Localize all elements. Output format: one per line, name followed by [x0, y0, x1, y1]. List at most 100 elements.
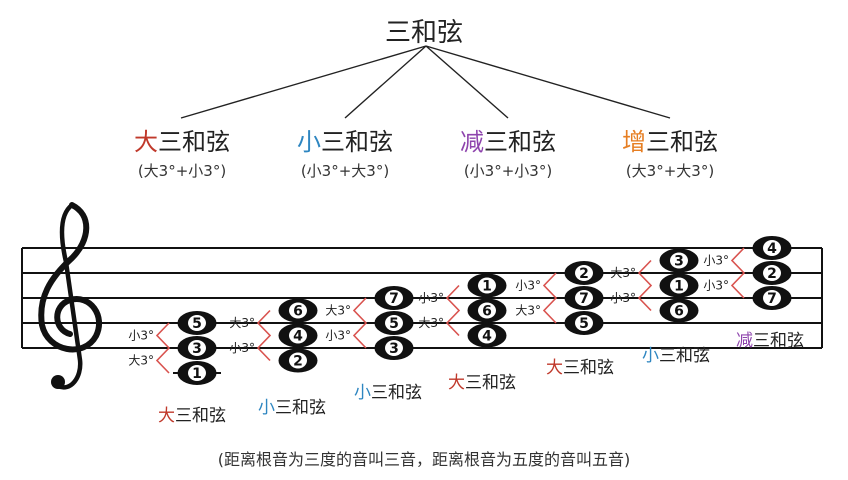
- interval-bracket: [445, 284, 461, 337]
- note-head-hole: [188, 315, 206, 331]
- type-minor-rest: 三和弦: [321, 128, 393, 156]
- interval-lower-label: 小3°: [325, 329, 351, 343]
- note-degree-label: 1: [482, 279, 492, 295]
- type-augmented: 增三和弦: [585, 122, 755, 157]
- note-degree-label: 6: [482, 304, 492, 320]
- chord-label-7: 减三和弦: [736, 326, 804, 351]
- type-augmented-formula: (大3°+大3°): [625, 162, 715, 180]
- type-diminished-rest: 三和弦: [484, 128, 556, 156]
- note-head-hole: [763, 290, 781, 306]
- staff: [21, 247, 823, 349]
- chord-label-1-prefix: 大: [158, 406, 175, 426]
- note-head-hole: [385, 290, 403, 306]
- note-head-hole: [670, 302, 688, 319]
- type-diminished: 减三和弦: [423, 122, 593, 157]
- chord-label-7-rest: 三和弦: [753, 331, 804, 351]
- interval-upper-label: 小3°: [128, 329, 154, 343]
- note-degree-label: 2: [767, 266, 777, 282]
- chord-7: 小3°小3°724: [703, 236, 792, 310]
- type-augmented-prefix: 增: [622, 128, 646, 156]
- chord-label-1-rest: 三和弦: [175, 406, 226, 426]
- tree-line-augmented: [425, 45, 671, 119]
- chord-1: 大3°小3°135: [128, 311, 221, 385]
- chord-label-2: 小三和弦: [258, 393, 326, 418]
- chord-label-3-rest: 三和弦: [371, 383, 422, 403]
- interval-lower-label: 大3°: [418, 316, 444, 330]
- note-degree-label: 6: [293, 304, 303, 320]
- chord-label-1: 大三和弦: [158, 401, 226, 426]
- tree-lines: [180, 45, 671, 119]
- footer-note: (距离根音为三度的音叫三音，距离根音为五度的音叫五音): [217, 450, 631, 469]
- note-head-hole: [763, 240, 781, 256]
- note-head-hole: [385, 340, 403, 356]
- chord-6: 小3° 大3° 6 1 3: [610, 248, 699, 323]
- tree-line-major: [180, 45, 427, 119]
- interval-lower-label: 小3°: [610, 291, 636, 305]
- interval-upper-label: 大3°: [610, 266, 636, 280]
- chord-label-4-prefix: 大: [448, 373, 465, 393]
- chord-3: 小3° 大3° 3 5 7: [325, 286, 414, 360]
- note-degree-label: 7: [389, 291, 399, 307]
- type-diminished-formula: (小3°+小3°): [463, 162, 553, 180]
- note-degree-label: 4: [293, 329, 303, 345]
- interval-lower-label: 大3°: [515, 304, 541, 318]
- note-degree-label: 1: [192, 366, 202, 382]
- interval-bracket: [542, 272, 558, 324]
- note-degree-label: 7: [579, 291, 589, 307]
- note-degree-label: 3: [674, 254, 684, 270]
- note-degree-label: 6: [674, 304, 684, 320]
- chord-label-5-rest: 三和弦: [563, 358, 614, 378]
- treble-clef-icon: [38, 202, 103, 390]
- note-head-hole: [670, 252, 688, 269]
- note-degree-label: 4: [482, 329, 492, 345]
- interval-bracket: [352, 297, 368, 349]
- note-degree-label: 5: [579, 316, 589, 332]
- chord-4: 大3° 小3° 4 6 1: [418, 273, 507, 348]
- note-head-hole: [575, 315, 593, 331]
- note-degree-label: 3: [192, 341, 202, 357]
- chords-layer: 大3°小3°135小3°大3°246小3°大3°357大3°小3°461大3°小…: [128, 236, 792, 385]
- chord-label-6: 小三和弦: [642, 341, 710, 366]
- type-major: 大三和弦: [97, 122, 267, 157]
- type-minor-formula: (小3°+大3°): [300, 162, 390, 180]
- type-major-rest: 三和弦: [158, 128, 230, 156]
- page-title: 三和弦: [384, 18, 463, 48]
- note-head-hole: [575, 290, 593, 306]
- note-head-hole: [289, 302, 307, 319]
- note-degree-label: 5: [389, 316, 399, 332]
- interval-bracket: [256, 309, 272, 362]
- interval-upper-label: 小3°: [703, 254, 729, 268]
- note-degree-label: 1: [674, 279, 684, 295]
- chord-label-6-rest: 三和弦: [659, 346, 710, 366]
- note-head-hole: [188, 340, 206, 356]
- chord-label-2-rest: 三和弦: [275, 398, 326, 418]
- chord-5: 大3° 小3° 5 7 2: [515, 261, 604, 335]
- chord-label-5-prefix: 大: [546, 358, 563, 378]
- interval-upper-label: 小3°: [418, 291, 444, 305]
- note-head-hole: [478, 277, 496, 294]
- note-degree-label: 3: [389, 341, 399, 357]
- chord-label-6-prefix: 小: [642, 346, 659, 366]
- chord-2: 小3° 大3° 2 4 6: [229, 298, 318, 373]
- type-minor: 小三和弦: [260, 122, 430, 157]
- chord-label-3-prefix: 小: [354, 383, 371, 403]
- note-head-hole: [188, 365, 206, 381]
- chord-label-7-prefix: 减: [736, 331, 753, 351]
- interval-bracket: [155, 322, 171, 374]
- chord-label-4: 大三和弦: [448, 368, 516, 393]
- note-head-hole: [763, 265, 781, 281]
- type-diminished-prefix: 减: [460, 128, 484, 156]
- type-major-prefix: 大: [134, 128, 158, 156]
- type-major-formula: (大3°+小3°): [137, 162, 227, 180]
- note-degree-label: 2: [579, 266, 589, 282]
- interval-bracket: [637, 259, 653, 312]
- note-head-hole: [289, 327, 307, 344]
- interval-upper-label: 大3°: [229, 316, 255, 330]
- interval-lower-label: 小3°: [229, 341, 255, 355]
- note-degree-label: 2: [293, 354, 303, 370]
- chord-label-5: 大三和弦: [546, 353, 614, 378]
- interval-upper-label: 小3°: [515, 279, 541, 293]
- interval-upper-label: 大3°: [325, 304, 351, 318]
- chord-label-3: 小三和弦: [354, 378, 422, 403]
